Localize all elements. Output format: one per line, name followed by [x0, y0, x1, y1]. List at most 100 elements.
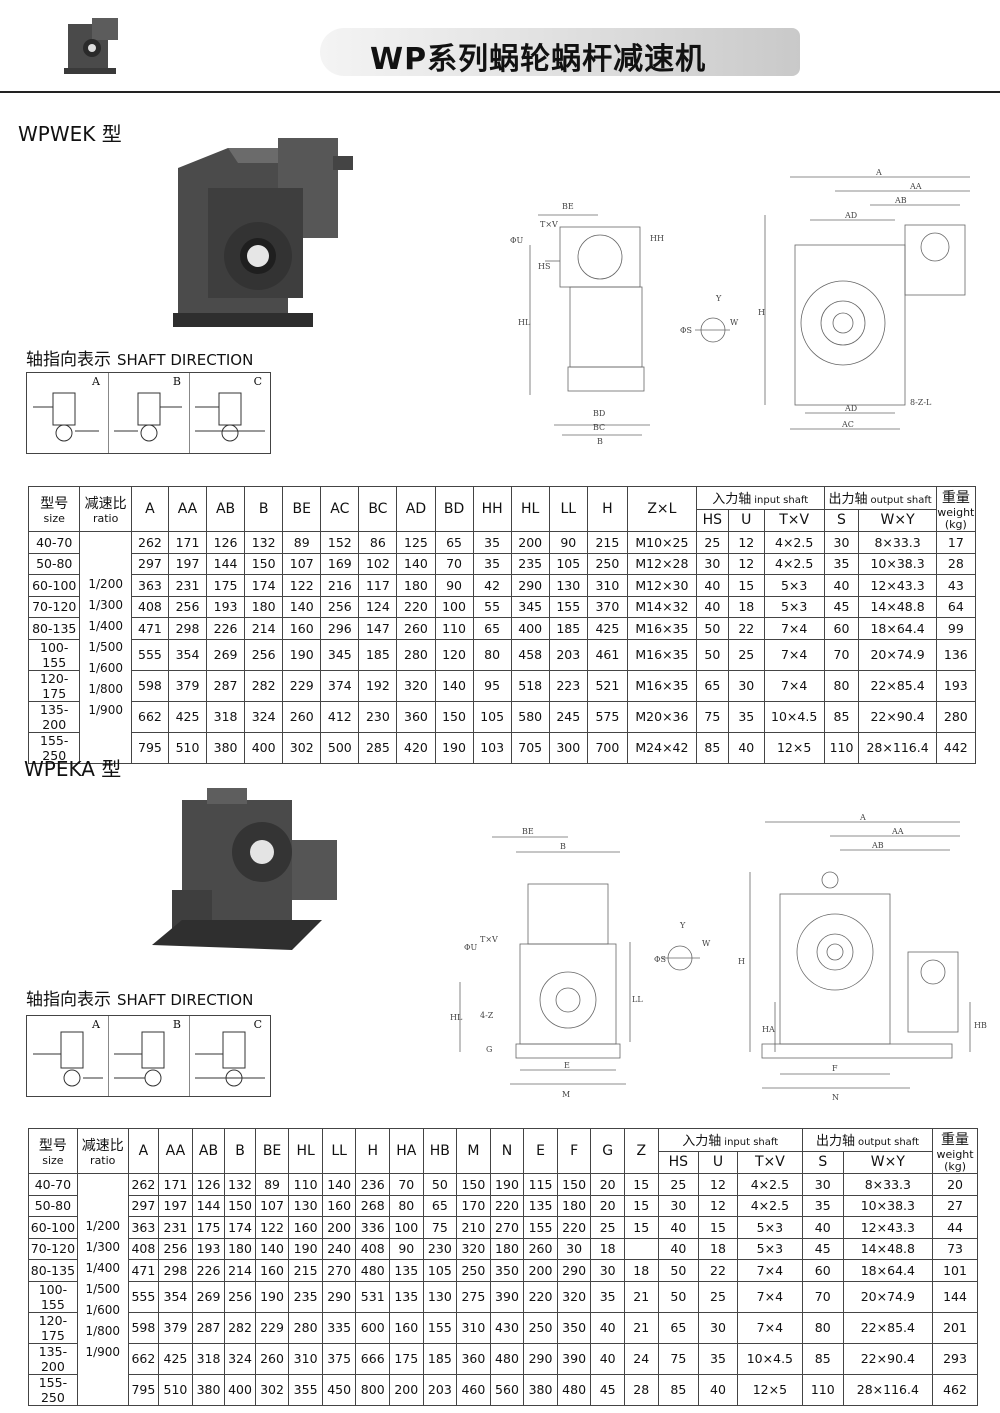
value-cell: 180 — [556, 1194, 592, 1217]
value-cell: 89 — [254, 1173, 290, 1196]
value-cell: 662 — [130, 700, 169, 733]
value-cell: 100 — [434, 595, 474, 618]
value-cell: 287 — [206, 669, 246, 702]
wpwek-dimension-drawing: BE BD BC B HH HL HS T×V ΦU W Y ΦS A AA A… — [510, 168, 970, 446]
s-cell: 45 — [801, 1237, 844, 1260]
wpwek-label-hs: HS — [538, 262, 550, 271]
value-cell: 310 — [288, 1342, 323, 1375]
value-cell: 197 — [167, 552, 208, 575]
value-cell: 65 — [472, 617, 512, 640]
wpeka-label-be: BE — [522, 827, 534, 836]
hs-cell: 50 — [657, 1280, 700, 1313]
value-cell: 250 — [523, 1311, 558, 1344]
value-cell: 102 — [358, 552, 398, 575]
u-cell: 25 — [698, 1280, 738, 1313]
value-cell: 360 — [456, 1342, 491, 1375]
tv-cell: 4×2.5 — [763, 531, 825, 554]
value-cell: 80 — [472, 638, 512, 671]
value-cell: 335 — [321, 1311, 357, 1344]
value-cell: 144 — [191, 1194, 226, 1217]
s-cell: 70 — [801, 1280, 844, 1313]
value-cell: 360 — [396, 700, 436, 733]
header-en: size — [42, 1154, 64, 1167]
value-cell: 174 — [224, 1216, 256, 1239]
value-cell: 700 — [586, 731, 628, 764]
size-cell: 100-155 — [28, 1280, 78, 1313]
value-cell: 185 — [548, 617, 588, 640]
value-cell: 302 — [254, 1373, 290, 1406]
value-cell: 135 — [389, 1259, 424, 1282]
wpeka-shaft-diagram: A B C — [26, 1015, 271, 1097]
header-cn: 型号 — [40, 496, 69, 512]
value-cell: 379 — [158, 1311, 193, 1344]
value-cell: 18 — [590, 1237, 625, 1260]
shaft-letter-b: B — [172, 375, 181, 388]
size-cell: 60-100 — [28, 1216, 78, 1239]
ratio-value: 1/900 — [88, 702, 123, 717]
value-cell: 260 — [396, 617, 436, 640]
header-cn: 型号 — [38, 1138, 67, 1154]
size-cell: 135-200 — [28, 1342, 78, 1375]
value-cell: 363 — [127, 1216, 160, 1239]
value-cell: 135 — [389, 1280, 424, 1313]
tv-cell: 7×4 — [736, 1259, 803, 1282]
value-cell: 107 — [282, 552, 322, 575]
value-cell: 122 — [282, 574, 322, 597]
size-cell: 60-100 — [27, 574, 81, 597]
value-cell: 662 — [127, 1342, 160, 1375]
s-cell: 30 — [823, 531, 860, 554]
column-header: LL — [548, 486, 588, 532]
value-cell: 290 — [556, 1259, 592, 1282]
tv-cell: 10×4.5 — [763, 700, 825, 733]
tv-cell: 5×3 — [763, 574, 825, 597]
value-cell: 190 — [489, 1173, 525, 1196]
value-cell: 90 — [389, 1237, 424, 1260]
value-cell: M16×35 — [626, 669, 697, 702]
u-cell: 22 — [727, 617, 765, 640]
value-cell: 260 — [254, 1342, 290, 1375]
shaft-b-icon — [114, 392, 182, 442]
s-cell: 35 — [823, 552, 860, 575]
shaft-option-a-2: A — [27, 1016, 109, 1096]
input-shaft-en: input shaft — [724, 1137, 779, 1149]
value-cell: 380 — [523, 1373, 558, 1406]
wpwek-label-bc: BC — [593, 423, 605, 432]
wpwek-label-y: Y — [715, 294, 722, 303]
column-header: AA — [158, 1128, 193, 1174]
value-cell: 354 — [158, 1280, 193, 1313]
wpeka-label-ha: HA — [762, 1025, 775, 1034]
value-cell: 390 — [556, 1342, 592, 1375]
u-cell: 22 — [698, 1259, 738, 1282]
wpeka-label-b: B — [560, 842, 566, 851]
column-header: HA — [389, 1128, 424, 1174]
wpwek-label-8zl: 8-Z-L — [910, 398, 932, 407]
u-cell: 30 — [727, 669, 765, 702]
s-cell: 35 — [801, 1194, 844, 1217]
input-shaft-en: input shaft — [754, 495, 809, 507]
value-cell: 190 — [288, 1237, 323, 1260]
w-cell: 293 — [932, 1342, 978, 1375]
value-cell: 171 — [158, 1173, 193, 1196]
wpeka-label-w: W — [702, 939, 711, 948]
sub-header: S — [823, 508, 860, 532]
value-cell: 117 — [358, 574, 398, 597]
ratio-value: 1/800 — [85, 1323, 121, 1338]
hs-cell: 65 — [657, 1311, 700, 1344]
ratio-value: 1/500 — [85, 1281, 121, 1296]
tv-cell: 7×4 — [763, 669, 825, 702]
w-cell: 101 — [932, 1259, 978, 1282]
shaft-option-b: B — [108, 373, 190, 453]
value-cell: 250 — [586, 552, 628, 575]
value-cell: M10×25 — [626, 531, 697, 554]
shaft-letter-b-2: B — [172, 1018, 181, 1031]
value-cell: 800 — [355, 1373, 391, 1406]
hs-cell: 25 — [695, 531, 729, 554]
shaft-direction-en-2: SHAFT DIRECTION — [117, 991, 254, 1009]
value-cell: 130 — [422, 1280, 458, 1313]
column-header: Z — [623, 1128, 659, 1174]
